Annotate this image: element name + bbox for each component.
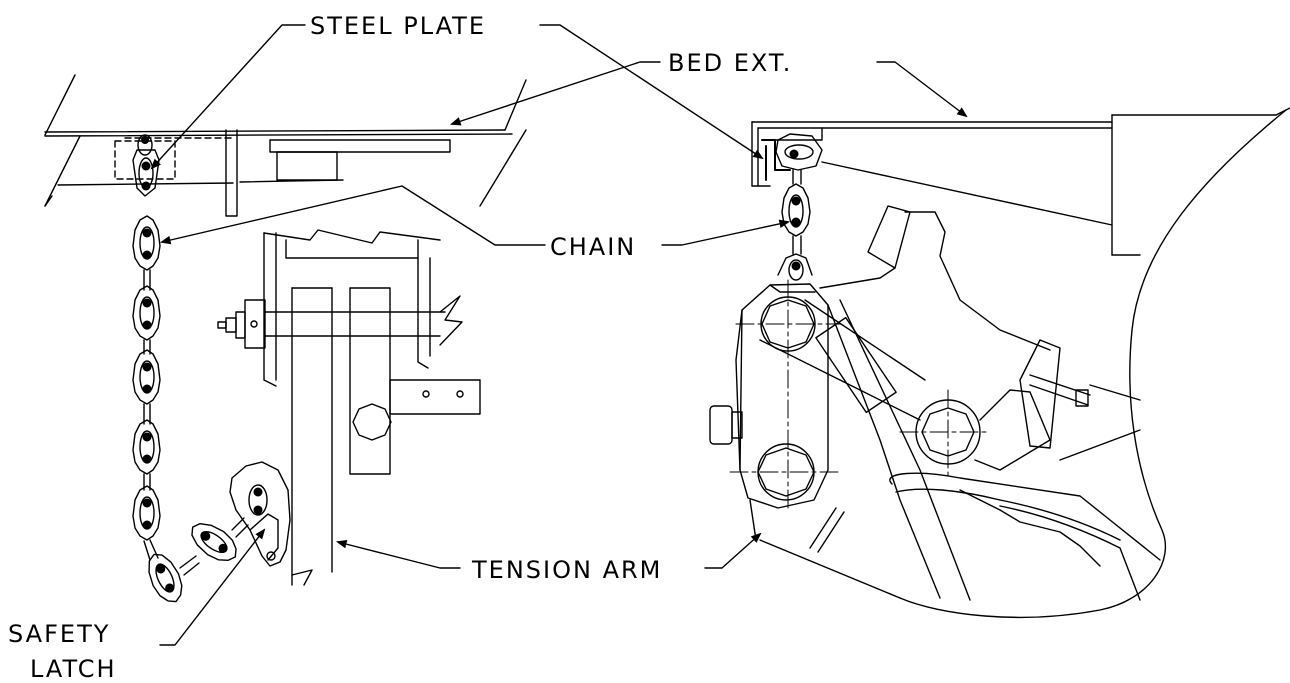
bed-ext-leader-right	[876, 61, 968, 118]
right-tension-arm-assembly	[709, 205, 1161, 601]
safety-latch-leader	[159, 528, 266, 646]
left-bed-extension	[44, 74, 527, 217]
left-view	[44, 74, 527, 603]
bed-ext-leader-left	[449, 61, 661, 126]
tension-arm-leader-right	[704, 532, 762, 569]
right-steel-plate	[761, 139, 791, 181]
leader-lines	[150, 24, 968, 646]
label-steel-plate: STEEL PLATE	[310, 12, 486, 40]
chain-link	[132, 285, 161, 341]
label-safety: SAFETY	[8, 620, 110, 648]
steel-plate-leader-right	[539, 24, 764, 160]
left-chain	[132, 134, 249, 603]
chain-link	[148, 553, 183, 603]
right-view	[709, 107, 1290, 619]
chain-link	[132, 215, 161, 271]
labels: STEEL PLATE BED EXT. CHAIN TENSION ARM S…	[8, 12, 792, 683]
steel-plate-leader-left	[150, 24, 306, 170]
label-tension-arm: TENSION ARM	[471, 556, 662, 584]
chain-link	[132, 349, 161, 405]
chain-leader-right	[661, 219, 791, 246]
label-latch: LATCH	[30, 655, 117, 683]
label-bed-ext: BED EXT.	[668, 49, 792, 77]
chain-link	[781, 183, 811, 237]
chain-link	[132, 485, 161, 541]
right-chain	[775, 133, 823, 281]
chain-leader-left	[159, 185, 546, 246]
left-safety-latch	[229, 461, 291, 567]
chain-link	[191, 522, 237, 562]
right-bed-extension	[751, 107, 1290, 619]
chain-link	[132, 419, 161, 475]
left-tension-arm-assembly	[217, 229, 481, 586]
tension-arm-leader-left	[335, 539, 461, 569]
label-chain: CHAIN	[550, 233, 636, 261]
